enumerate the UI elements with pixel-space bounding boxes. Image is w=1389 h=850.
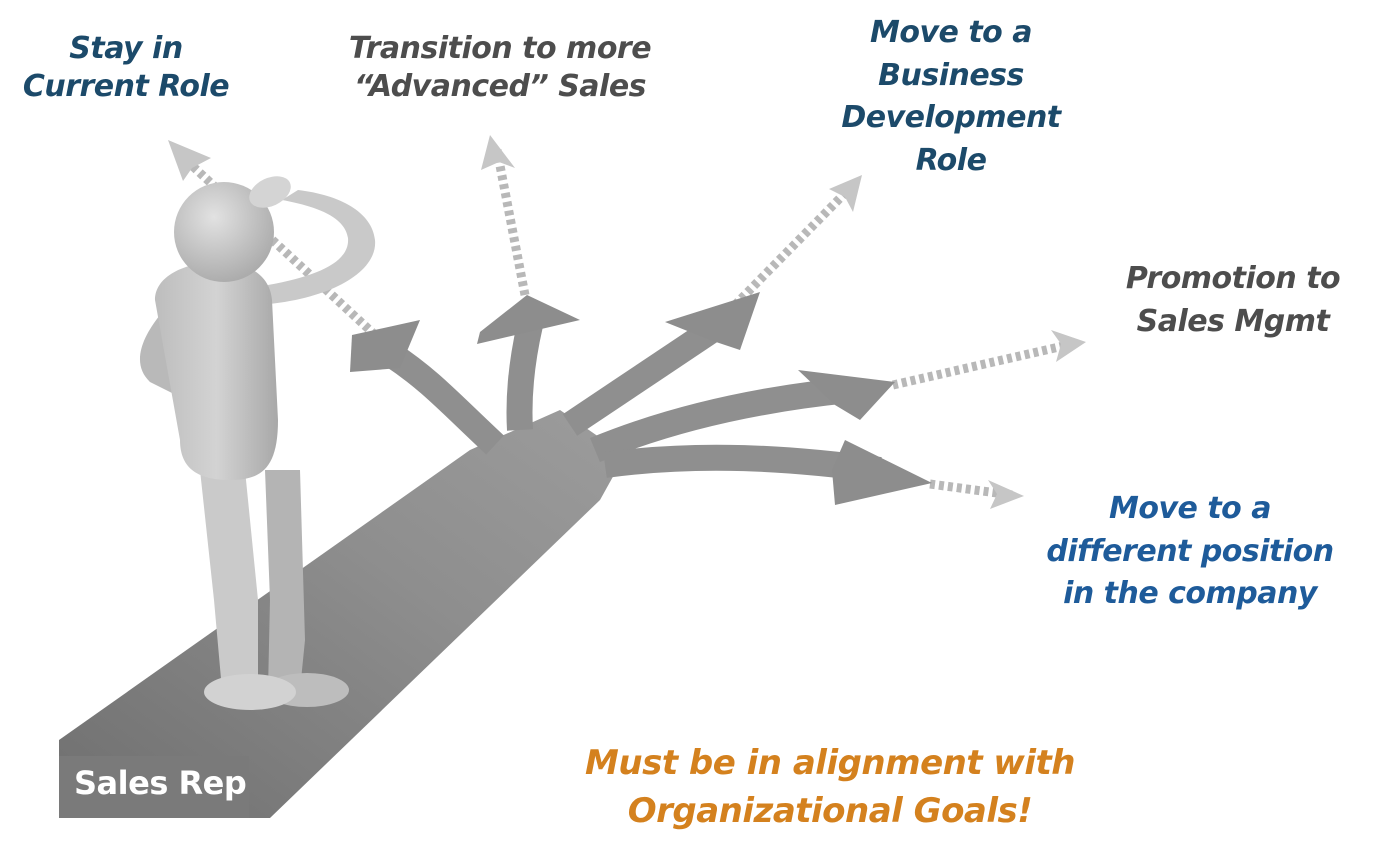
- figure-arm-raised: [258, 190, 376, 305]
- label-alignment-note: Must be in alignment with Organizational…: [560, 740, 1100, 835]
- thinking-person-icon: [139, 176, 376, 710]
- label-promotion-sales-mgmt: Promotion to Sales Mgmt: [1098, 258, 1368, 343]
- label-line: Role: [915, 142, 987, 178]
- road-arrowheads: [350, 292, 932, 505]
- dotted-arrow-different: [929, 479, 1013, 500]
- branch-bizdev: [562, 317, 723, 436]
- road-arrowhead-promotion: [798, 370, 895, 420]
- road-arrowhead-advanced: [477, 295, 580, 344]
- label-line: Transition to more: [348, 31, 652, 66]
- figure-head: [174, 182, 274, 282]
- dotted-arrow-bizdev: [731, 186, 852, 309]
- label-line: Move to a: [1109, 491, 1271, 526]
- dotted-arrow-promotion: [891, 339, 1074, 390]
- label-business-development: Move to a Business Development Role: [820, 12, 1082, 182]
- label-advanced-sales: Transition to more “Advanced” Sales: [330, 30, 670, 107]
- road-arrowhead-different: [832, 440, 932, 505]
- label-line: Sales Mgmt: [1136, 303, 1330, 339]
- sales-rep-label: Sales Rep: [74, 764, 247, 802]
- arrowhead-promotion: [1051, 330, 1086, 362]
- dotted-arrow-advanced: [492, 149, 530, 296]
- dotted-arrows: [182, 149, 1074, 500]
- label-line: in the company: [1063, 576, 1317, 612]
- figure-leg-front: [200, 470, 258, 690]
- figure-torso: [155, 261, 278, 480]
- label-line: Business: [878, 57, 1024, 93]
- road-trunk: [59, 410, 625, 818]
- figure-hand: [249, 176, 291, 208]
- label-line: “Advanced” Sales: [353, 69, 647, 105]
- figure-leg-back: [265, 470, 305, 690]
- arrowhead-stay: [168, 140, 211, 181]
- label-line: Current Role: [22, 69, 230, 105]
- branch-advanced: [506, 322, 543, 431]
- label-different-position: Move to a different position in the comp…: [1030, 488, 1350, 616]
- branch-stay: [384, 344, 504, 455]
- sales-rep-box: [59, 756, 249, 818]
- label-line: Must be in alignment with: [585, 743, 1075, 783]
- arrowhead-advanced: [481, 135, 515, 170]
- road-arrowhead-bizdev: [665, 292, 760, 350]
- arrowhead-different: [988, 480, 1024, 509]
- dotted-arrowheads: [168, 135, 1086, 509]
- road-arrowhead-stay: [350, 320, 420, 372]
- arrowhead-bizdev: [829, 175, 862, 212]
- dotted-arrow-stay: [182, 156, 379, 339]
- label-line: Move to a: [870, 15, 1032, 50]
- label-stay-in-current-role: Stay in Current Role: [16, 30, 236, 107]
- label-line: Promotion to: [1125, 261, 1341, 296]
- label-line: Development: [841, 100, 1061, 136]
- figure-foot-front: [204, 674, 296, 710]
- road-branches: [384, 317, 882, 483]
- label-line: different position: [1046, 533, 1334, 569]
- branch-promotion: [590, 377, 852, 463]
- label-line: Organizational Goals!: [627, 790, 1033, 831]
- label-line: Stay in: [69, 31, 183, 66]
